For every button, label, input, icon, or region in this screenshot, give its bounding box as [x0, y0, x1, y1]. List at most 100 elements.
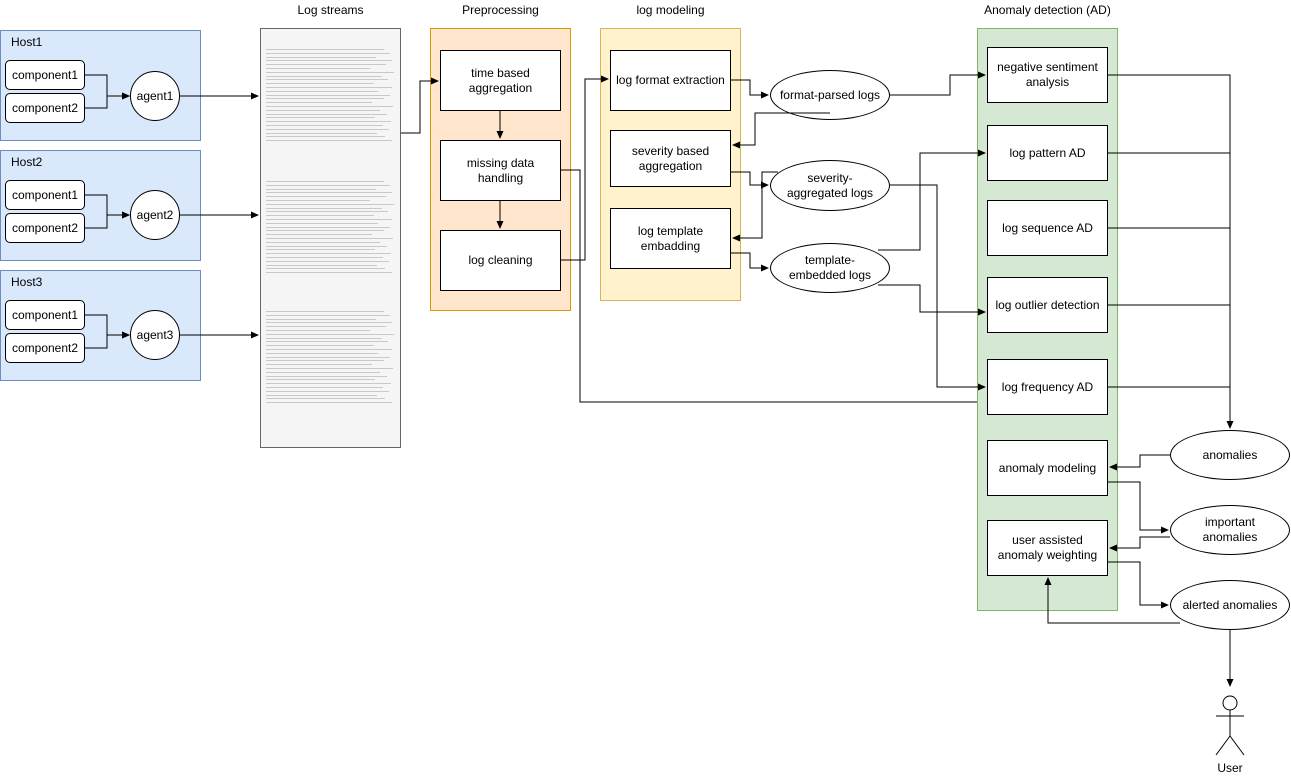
log-line: [266, 113, 387, 115]
time-based-aggregation-box: time based aggregation: [440, 50, 561, 111]
important-anomalies-node: important anomalies: [1170, 505, 1290, 555]
edge-embedded-outlier: [878, 284, 986, 316]
edge-weighting-alerted: [1108, 561, 1169, 609]
log-line: [266, 207, 382, 209]
edge-embedding-embedded: [731, 252, 769, 272]
log-line: [266, 117, 375, 119]
log-cleaning-box: log cleaning: [440, 230, 561, 291]
log-line: [266, 322, 392, 324]
log-line: [266, 390, 389, 392]
missing-data-handling-box: missing data handling: [440, 140, 561, 201]
edge-cleaning-format: [561, 75, 609, 261]
edge-aggregated-embedding: [732, 171, 778, 242]
edge-h2c1-agent2: [85, 194, 130, 219]
severity-aggregated-logs-node: severity-aggregated logs: [770, 160, 890, 211]
host3-label: Host3: [11, 275, 43, 289]
log-pattern-ad-box: log pattern AD: [987, 125, 1108, 181]
user-assisted-weighting-box: user assisted anomaly weighting: [987, 520, 1108, 576]
host3-component1: component1: [5, 300, 85, 330]
log-line: [266, 196, 386, 198]
log-line: [266, 106, 393, 107]
edge-embedded-pattern: [878, 149, 986, 251]
log-line: [266, 90, 378, 92]
log-line: [266, 330, 370, 331]
log-line: [266, 326, 386, 328]
log-line: [266, 203, 394, 205]
log-outlier-detection-box: log outlier detection: [987, 277, 1108, 333]
anomaly-modeling-box: anomaly modeling: [987, 440, 1108, 496]
log-line: [266, 249, 375, 251]
log-line: [266, 60, 392, 62]
user-label: User: [1217, 761, 1243, 775]
log-line: [266, 192, 392, 194]
log-line: [266, 360, 384, 362]
log-template-embedding-box: log template embadding: [610, 208, 731, 269]
log-line: [266, 136, 385, 138]
log-line: [266, 211, 388, 213]
log-line: [266, 64, 386, 66]
log-line: [266, 215, 374, 217]
log-line: [266, 379, 375, 381]
agent1-node: agent1: [130, 71, 180, 121]
log-line: [266, 345, 374, 347]
edge-severity-aggregated: [731, 171, 769, 189]
log-line: [266, 253, 391, 255]
log-line: [266, 260, 389, 262]
log-line: [266, 368, 393, 369]
user-icon: [1215, 695, 1245, 756]
log-line: [266, 356, 390, 358]
log-line: [266, 394, 377, 396]
edge-h1c1-agent1: [85, 74, 130, 100]
preprocessing-title: Preprocessing: [462, 3, 539, 17]
host1-component1: component1: [5, 60, 85, 90]
log-sequence-ad-box: log sequence AD: [987, 200, 1108, 256]
log-line: [266, 222, 378, 224]
log-line: [266, 352, 378, 354]
anomalies-node: anomalies: [1170, 430, 1290, 480]
log-line: [266, 200, 370, 201]
log-modeling-title: log modeling: [636, 3, 705, 17]
alerted-anomalies-node: alerted anomalies: [1170, 580, 1290, 630]
log-line: [266, 71, 394, 73]
log-line: [266, 268, 385, 270]
edge-h3c1-agent3: [85, 314, 130, 339]
log-line: [266, 375, 387, 377]
log-streams-title: Log streams: [297, 3, 364, 17]
log-line: [266, 333, 394, 335]
log-line: [266, 314, 390, 316]
log-line: [266, 257, 383, 258]
edge-h3c2-agent3: [85, 331, 130, 349]
edge-sentiment-bus: [1108, 74, 1234, 429]
log-line: [266, 318, 376, 320]
log-streams-panel: [260, 28, 401, 448]
log-line: [266, 140, 392, 142]
log-line: [266, 132, 377, 134]
log-line: [266, 241, 380, 243]
log-line: [266, 56, 376, 58]
edge-missing-frequency: [561, 169, 977, 403]
edge-stream-time: [401, 77, 439, 134]
log-line: [266, 52, 390, 54]
log-line: [266, 49, 384, 50]
log-line: [266, 264, 377, 266]
anomaly-detection-title: Anomaly detection (AD): [984, 3, 1111, 17]
log-line: [266, 272, 392, 274]
log-line: [266, 337, 382, 339]
log-line: [266, 128, 389, 130]
edge-parsed-sentiment: [890, 71, 986, 96]
log-line: [266, 387, 383, 388]
log-format-extraction-box: log format extraction: [610, 50, 731, 111]
agent3-node: agent3: [130, 310, 180, 360]
log-line: [266, 121, 391, 123]
log-line: [266, 83, 374, 85]
log-line: [266, 383, 391, 385]
log-line: [266, 68, 370, 69]
log-line: [266, 398, 385, 400]
log-line: [266, 125, 383, 126]
template-embedded-logs-node: template-embedded logs: [770, 243, 890, 293]
log-line: [266, 219, 392, 220]
log-line: [266, 75, 382, 77]
edge-important-weighting: [1109, 536, 1170, 552]
log-line: [266, 402, 392, 404]
